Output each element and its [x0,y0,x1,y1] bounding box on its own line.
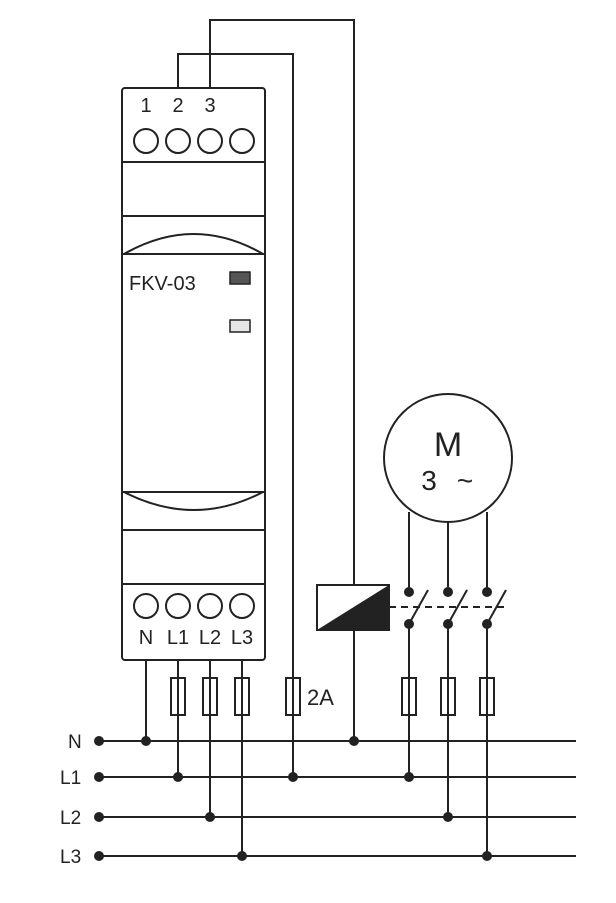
top-screw-terminal [229,128,255,154]
bus-label-n: N [68,732,82,753]
motor-feed [389,512,508,856]
bus-label-l2: L2 [60,808,81,829]
contact-blade [447,589,468,625]
contact-dot [404,587,414,597]
module-front-arc-bottom [123,491,264,511]
control-wiring [177,19,355,678]
junction-dot [205,812,215,822]
top-terminal-label-3: 3 [204,95,215,117]
motor-ac-symbol: ~ [457,465,473,496]
bottom-terminal-label-l3: L3 [231,627,253,649]
motor: M 3 ~ [383,393,513,523]
model-label: FKV-03 [129,273,196,295]
supply-buses: N L1 L2 L3 [60,732,576,868]
module-front-arc-top [123,233,264,255]
contact-blade [486,589,507,625]
fuse-rating-label: 2A [307,685,334,710]
junction-dot [141,736,151,746]
bottom-terminal-label-n: N [139,627,153,649]
contactor-coil [316,584,390,741]
top-terminal-label-1: 1 [140,95,151,117]
junction-dot [288,772,298,782]
motor-phases: 3 [421,465,437,496]
bottom-screw-terminal [133,593,159,619]
status-led-top [229,271,251,285]
bus-label-l3: L3 [60,847,81,868]
junction-dot [237,851,247,861]
module-fuses [170,677,250,716]
bottom-screw-terminal [197,593,223,619]
coil-fill [317,585,389,630]
bottom-screw-terminal [229,593,255,619]
contact-dot [443,587,453,597]
top-screw-terminal [165,128,191,154]
bottom-terminal-label-l1: L1 [167,627,189,649]
junctions [141,736,492,861]
junction-dot [404,772,414,782]
status-led-bottom [229,319,251,333]
contact-dot [482,587,492,597]
top-screw-terminal [133,128,159,154]
motor-letter: M [434,426,462,464]
top-screw-terminal [197,128,223,154]
junction-dot [349,736,359,746]
module-body [121,87,266,661]
bottom-screw-terminal [165,593,191,619]
junction-dot [443,812,453,822]
control-fuse: 2A [285,677,334,777]
bus-label-l1: L1 [60,768,81,789]
module-supply-wiring [145,660,243,856]
junction-dot [482,851,492,861]
junction-dot [173,772,183,782]
bottom-terminal-label-l2: L2 [199,627,221,649]
relay-module: 1 2 3 FKV-03 N L1 L2 L3 [121,87,266,661]
wire-terminal-2-to-fuse [177,53,294,678]
top-terminal-label-2: 2 [172,95,183,117]
